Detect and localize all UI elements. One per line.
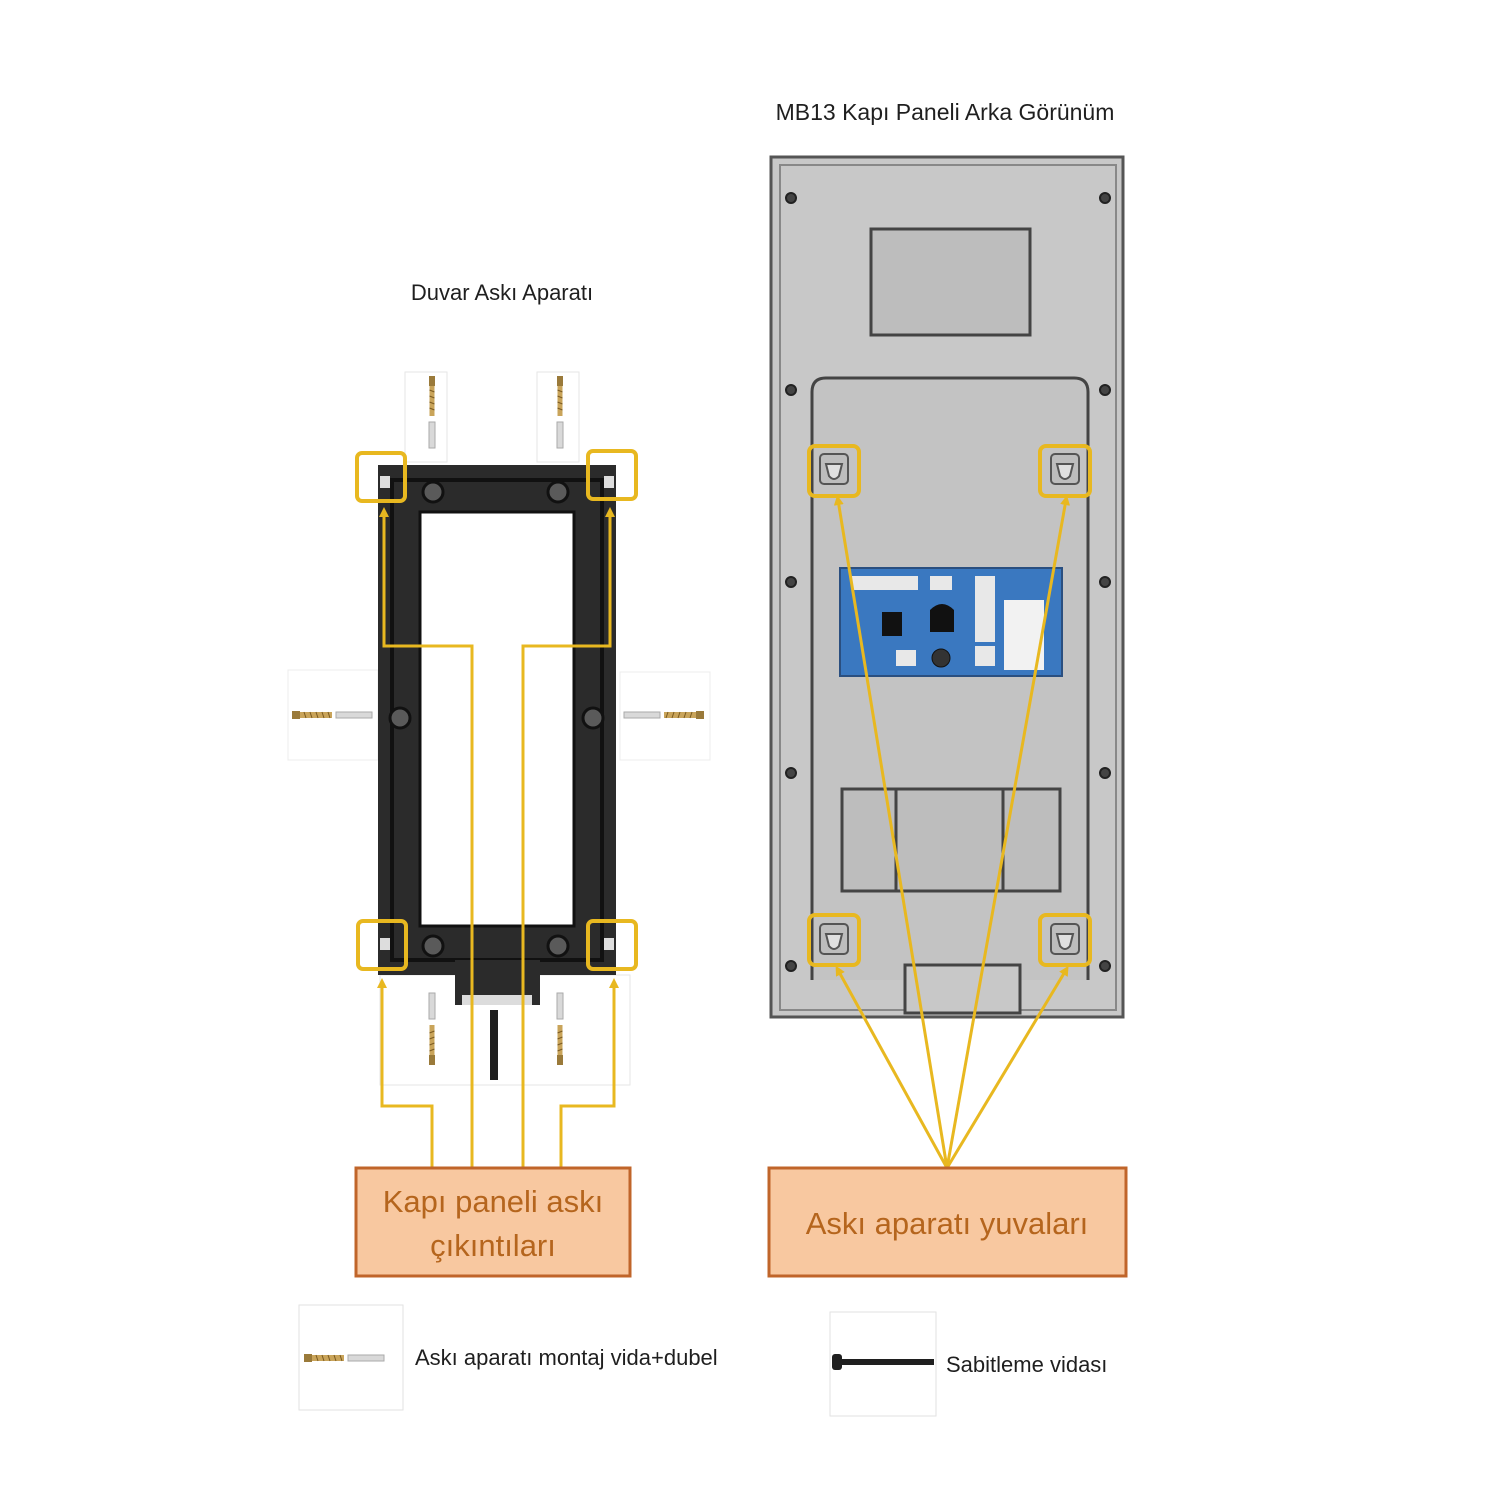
- legend-screw-dowel-label: Askı aparatı montaj vida+dubel: [415, 1345, 718, 1370]
- panel-slots-callout: Askı aparatı yuvaları: [767, 1166, 1128, 1278]
- screw-dowel-icon: [428, 375, 436, 449]
- screw-dowel-icon: [303, 1353, 385, 1363]
- wall-bracket-title: Duvar Askı Aparatı: [411, 280, 593, 305]
- panel-rear-title: MB13 Kapı Paneli Arka Görünüm: [776, 99, 1115, 125]
- screw-dowel-icon: [623, 710, 705, 720]
- panel-slots-callout-text: Askı aparatı yuvaları: [806, 1206, 1089, 1241]
- bracket-tabs-callout-line2: çıkıntıları: [430, 1228, 556, 1263]
- screw-dowel-icon: [556, 992, 564, 1066]
- wall-bracket-drawing: [287, 371, 711, 1086]
- bracket-tabs-callout-line1: Kapı paneli askı: [383, 1184, 604, 1219]
- screw-dowel-icon: [556, 375, 564, 449]
- legend: Askı aparatı montaj vida+dubel Sabitleme…: [298, 1304, 1107, 1417]
- bracket-callout-lines: [377, 507, 619, 1168]
- fixing-screw-icon: [832, 1354, 934, 1370]
- panel-callout-lines: [833, 495, 1071, 1169]
- bracket-tab-highlights: [355, 449, 638, 971]
- panel-rear-drawing: [769, 155, 1125, 1019]
- legend-fixing-screw-label: Sabitleme vidası: [946, 1352, 1107, 1377]
- screw-dowel-icon: [428, 992, 436, 1066]
- screw-dowel-icon: [291, 710, 373, 720]
- bracket-tabs-callout: Kapı paneli askı çıkıntıları: [354, 1166, 632, 1278]
- fixing-screw-icon: [490, 1010, 498, 1080]
